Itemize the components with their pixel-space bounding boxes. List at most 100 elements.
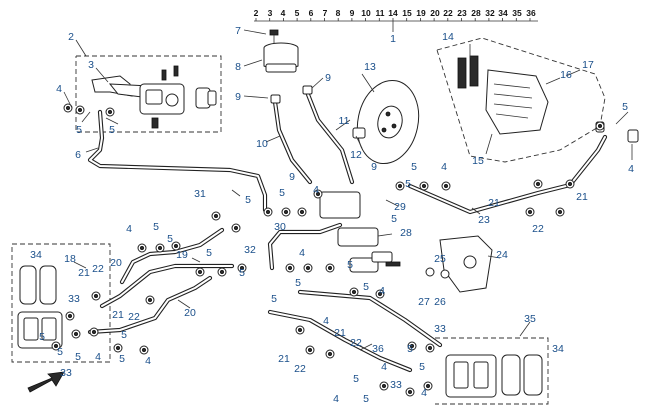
callout-label: 29 [394, 201, 406, 213]
callout-label: 13 [364, 61, 376, 73]
fitting-bolt-icon [407, 341, 417, 351]
callout-label: 3 [88, 59, 94, 71]
callout-label: 5 [407, 343, 413, 355]
brake-lines [87, 89, 608, 373]
fitting-bolt-icon [303, 263, 313, 273]
callout-label: 9 [235, 91, 241, 103]
callout-label: 4 [628, 163, 634, 175]
callout-label: 21 [334, 327, 346, 339]
callout-label: 5 [353, 373, 359, 385]
callout-label: 26 [434, 296, 446, 308]
callout-label: 21 [576, 191, 588, 203]
header-num-17: 28 [471, 8, 481, 18]
callout-label: 34 [30, 249, 42, 261]
callout-label: 5 [57, 346, 63, 358]
fitting-bolt-icon [555, 207, 565, 217]
callout-label: 19 [176, 249, 188, 261]
fitting-bolt-icon [565, 179, 575, 189]
callout-label: 12 [350, 149, 362, 161]
callout-label: 36 [372, 343, 384, 355]
fitting-bolt-icon [155, 243, 165, 253]
fitting-bolt-icon [349, 287, 359, 297]
fittings-group [51, 103, 605, 397]
callout-label: 5 [347, 259, 353, 271]
leader-lines [63, 29, 633, 351]
fitting-bolt-icon [405, 387, 415, 397]
fitting-bolt-icon [281, 207, 291, 217]
callout-label: 5 [76, 124, 82, 136]
callout-label: 4 [126, 223, 132, 235]
callout-label: 21 [488, 197, 500, 209]
callout-label: 4 [145, 355, 151, 367]
header-num-4: 5 [295, 8, 300, 18]
header-num-10: 11 [376, 8, 385, 18]
callout-label: 25 [434, 253, 446, 265]
callout-label: 31 [194, 188, 206, 200]
callout-label: 5 [363, 281, 369, 293]
callout-label: 5 [109, 124, 115, 136]
fitting-bolt-icon [89, 327, 99, 337]
callout-label: 4 [95, 351, 101, 363]
callout-label: 4 [56, 83, 62, 95]
callout-label: 2 [68, 31, 74, 43]
front-direction-arrow-icon [27, 371, 65, 393]
fitting-bolt-icon [379, 381, 389, 391]
header-num-9: 10 [361, 8, 371, 18]
callout-label: 23 [478, 214, 490, 226]
callout-label: 5 [622, 101, 628, 113]
callout-label: 4 [421, 387, 427, 399]
header-num-13: 19 [416, 8, 426, 18]
fitting-bolt-icon [325, 349, 335, 359]
fitting-bolt-icon [285, 263, 295, 273]
callout-label: 5 [239, 267, 245, 279]
callout-label: 5 [167, 233, 173, 245]
header-num-7: 8 [336, 8, 341, 18]
callout-label: 22 [128, 311, 140, 323]
header-num-2: 3 [268, 8, 273, 18]
callout-label: 9 [371, 161, 377, 173]
callout-label: 5 [121, 329, 127, 341]
callout-label: 4 [441, 161, 447, 173]
callout-label: 22 [532, 223, 544, 235]
fitting-bolt-icon [211, 211, 221, 221]
callout-label: 5 [245, 194, 251, 206]
fitting-bolt-icon [237, 263, 247, 273]
callout-label: 5 [295, 277, 301, 289]
callout-label: 5 [206, 247, 212, 259]
callout-label: 5 [153, 221, 159, 233]
fitting-bolt-icon [425, 343, 435, 353]
header-num-3: 4 [281, 8, 286, 18]
rear-left-caliper [17, 265, 63, 349]
fitting-bolt-icon [91, 291, 101, 301]
callout-label: 5 [411, 161, 417, 173]
fitting-bolt-icon [297, 207, 307, 217]
fitting-bolt-icon [145, 295, 155, 305]
callout-label: 22 [294, 363, 306, 375]
callout-label: 33 [390, 379, 402, 391]
callout-label: 14 [442, 31, 454, 43]
fitting-bolt-icon [139, 345, 149, 355]
callout-label: 5 [419, 361, 425, 373]
header-num-20: 35 [512, 8, 522, 18]
header-num-5: 6 [309, 8, 314, 18]
callout-label: 4 [379, 285, 385, 297]
callout-label: 4 [299, 247, 305, 259]
header-num-16: 23 [457, 8, 467, 18]
callout-label: 35 [524, 313, 536, 325]
fitting-bolt-icon [533, 179, 543, 189]
callout-label: 7 [235, 25, 241, 37]
callout-label: 8 [235, 61, 241, 73]
fitting-bolt-icon [423, 381, 433, 391]
header-num-8: 9 [350, 8, 355, 18]
fitting-bolt-icon [105, 107, 115, 117]
header-num-6: 7 [323, 8, 328, 18]
distribution-valve [319, 191, 401, 273]
callout-label: 20 [110, 257, 122, 269]
callout-label: 15 [472, 155, 484, 167]
callout-label: 5 [119, 353, 125, 365]
master-cylinder-assembly [91, 65, 217, 129]
fitting-bolt-icon [325, 263, 335, 273]
callout-label: 1 [390, 33, 396, 45]
